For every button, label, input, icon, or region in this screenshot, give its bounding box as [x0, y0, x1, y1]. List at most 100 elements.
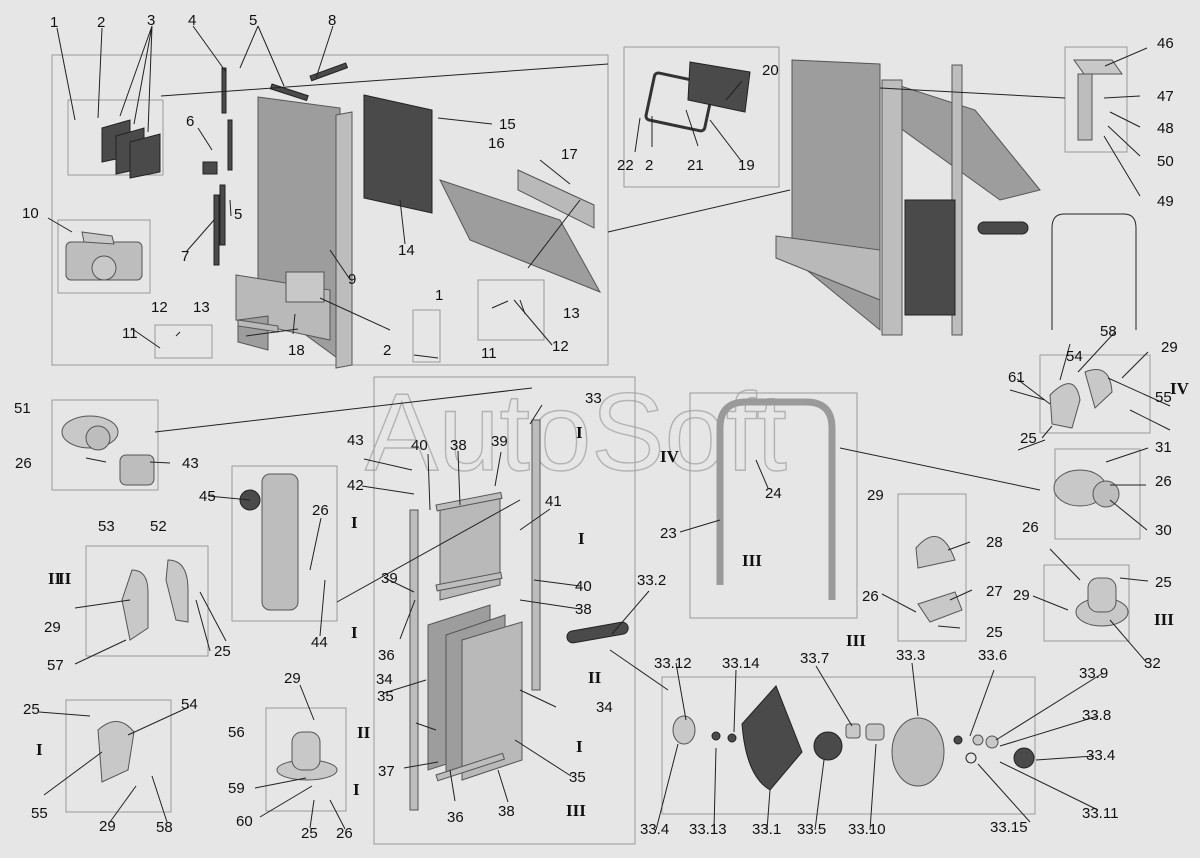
- view-label: I: [351, 513, 358, 532]
- part-label: 26: [15, 455, 32, 472]
- part-label: 33.13: [689, 821, 727, 838]
- view-label: I: [353, 780, 360, 799]
- part-label: 33.2: [637, 572, 666, 589]
- part-number-labels: 1 2 3 4 5 5 8 6 10 7 9 14 15 16 17 20 22…: [14, 12, 1178, 842]
- part-label: 54: [181, 696, 198, 713]
- part-label: 2: [383, 342, 391, 359]
- part-label: 55: [31, 805, 48, 822]
- view-label: IV: [660, 447, 680, 466]
- part-label: 13: [193, 299, 210, 316]
- part-label: 52: [150, 518, 167, 535]
- part-label: 33.7: [800, 650, 829, 667]
- view-label: II: [48, 569, 62, 588]
- part-label: 44: [311, 634, 328, 651]
- part-label: 35: [377, 688, 394, 705]
- part-label: 45: [199, 488, 216, 505]
- part-label: 16: [488, 135, 505, 152]
- part-label: 12: [552, 338, 569, 355]
- part-label: 29: [284, 670, 301, 687]
- view-label: II: [588, 668, 602, 687]
- part-label: 23: [660, 525, 677, 542]
- part-label: 30: [1155, 522, 1172, 539]
- part-label: 29: [44, 619, 61, 636]
- part-label: 1: [435, 287, 443, 304]
- part-label: 24: [765, 485, 782, 502]
- part-label: 38: [450, 437, 467, 454]
- part-label: 42: [347, 477, 364, 494]
- part-label: 36: [378, 647, 395, 664]
- part-label: 33.10: [848, 821, 886, 838]
- part-label: 54: [1066, 348, 1083, 365]
- part-label: 61: [1008, 369, 1025, 386]
- view-label: IV: [1170, 379, 1190, 398]
- part-label: 27: [986, 583, 1003, 600]
- part-label: 11: [122, 325, 138, 342]
- part-label: 9: [348, 271, 356, 288]
- part-label: 32: [1144, 655, 1161, 672]
- part-label: 13: [563, 305, 580, 322]
- part-label: 34: [596, 699, 613, 716]
- view-label: I: [576, 423, 583, 442]
- view-label: I: [36, 740, 43, 759]
- part-label: 2: [645, 157, 653, 174]
- part-label: 17: [561, 146, 578, 163]
- part-label: 18: [288, 342, 305, 359]
- part-label: 33: [585, 390, 602, 407]
- part-label: 29: [1161, 339, 1178, 356]
- part-label: 43: [182, 455, 199, 472]
- part-label: 29: [867, 487, 884, 504]
- part-label: 25: [1155, 574, 1172, 591]
- part-label: 29: [1013, 587, 1030, 604]
- view-label: III: [566, 801, 586, 820]
- part-label: 26: [1022, 519, 1039, 536]
- part-label: 14: [398, 242, 415, 259]
- part-label: 56: [228, 724, 245, 741]
- view-label: II: [357, 723, 371, 742]
- part-label: 3: [147, 12, 155, 29]
- group-frames: [51, 46, 1151, 845]
- part-label: 21: [687, 157, 704, 174]
- part-label: 28: [986, 534, 1003, 551]
- part-label: 33.12: [654, 655, 692, 672]
- part-label: 37: [378, 763, 395, 780]
- part-label: 58: [1100, 323, 1117, 340]
- part-label: 38: [575, 601, 592, 618]
- part-label: 33.4: [640, 821, 669, 838]
- part-label: 39: [491, 433, 508, 450]
- part-label: 25: [986, 624, 1003, 641]
- part-label: 26: [862, 588, 879, 605]
- part-label: 5: [234, 206, 242, 223]
- part-label: 2: [97, 14, 105, 31]
- view-label: I: [576, 737, 583, 756]
- part-label: 46: [1157, 35, 1174, 52]
- part-label: 50: [1157, 153, 1174, 170]
- part-label: 25: [1020, 430, 1037, 447]
- part-label: 34: [376, 671, 393, 688]
- view-label: III: [742, 551, 762, 570]
- part-label: 1: [50, 14, 58, 31]
- part-label: 49: [1157, 193, 1174, 210]
- part-label: 22: [617, 157, 634, 174]
- part-label: 36: [447, 809, 464, 826]
- part-label: 5: [249, 12, 257, 29]
- part-label: 55: [1155, 389, 1172, 406]
- part-label: 41: [545, 493, 562, 510]
- part-label: 33.1: [752, 821, 781, 838]
- part-label: 43: [347, 432, 364, 449]
- part-label: 39: [381, 570, 398, 587]
- part-label: 47: [1157, 88, 1174, 105]
- part-label: 15: [499, 116, 516, 133]
- part-label: 35: [569, 769, 586, 786]
- part-label: 20: [762, 62, 779, 79]
- part-label: 38: [498, 803, 515, 820]
- part-label: 26: [1155, 473, 1172, 490]
- part-label: 6: [186, 113, 194, 130]
- view-label: III: [846, 631, 866, 650]
- part-label: 19: [738, 157, 755, 174]
- view-label: I: [578, 529, 585, 548]
- part-label: 51: [14, 400, 31, 417]
- part-label: 10: [22, 205, 39, 222]
- part-label: 7: [181, 248, 189, 265]
- view-label: III: [1154, 610, 1174, 629]
